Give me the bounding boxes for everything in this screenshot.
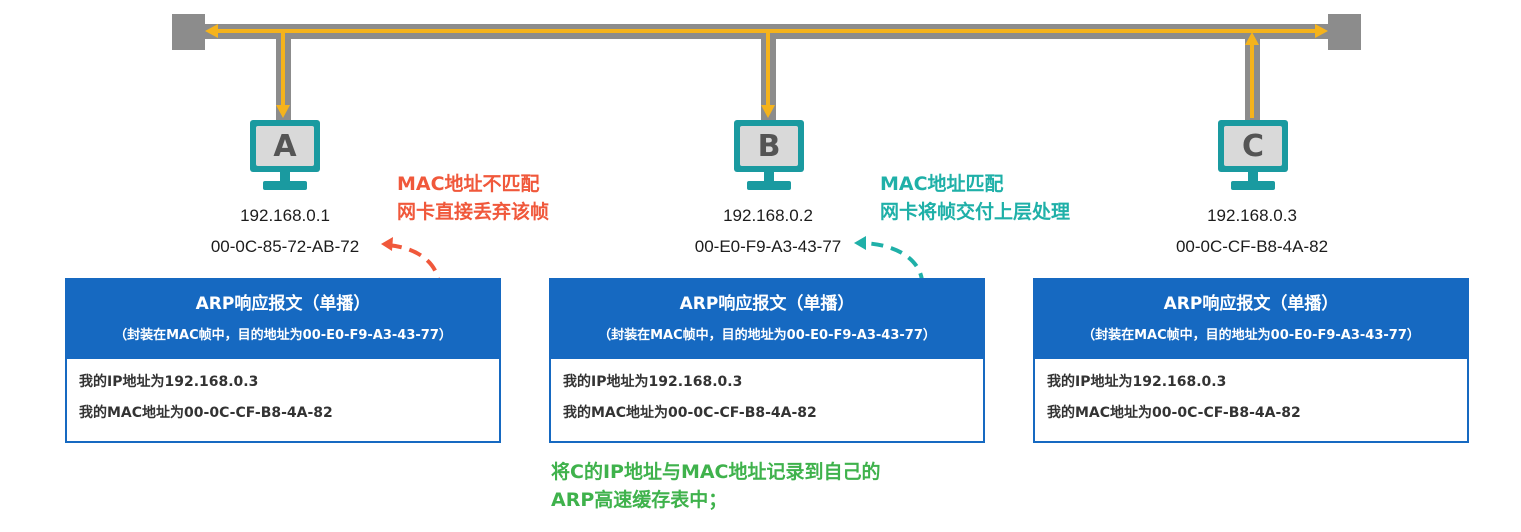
host-c-mac: 00-0C-CF-B8-4A-82 bbox=[1175, 237, 1329, 256]
signal-arrow-right bbox=[1315, 24, 1328, 38]
signal-arrow-down-b bbox=[761, 105, 775, 118]
host-letter: B bbox=[740, 126, 798, 166]
monitor-base bbox=[1231, 181, 1275, 190]
arp-card-body: 我的IP地址为192.168.0.3 我的MAC地址为00-0C-CF-B8-4… bbox=[551, 359, 983, 429]
record-note-line2: ARP高速缓存表中； bbox=[551, 489, 728, 511]
host-b-address: 192.168.0.2 00-E0-F9-A3-43-77 bbox=[638, 200, 898, 262]
monitor-base bbox=[747, 181, 791, 190]
monitor-screen: B bbox=[734, 120, 804, 172]
arp-card-title: ARP响应报文（单播） bbox=[1163, 294, 1339, 314]
signal-arrow-left bbox=[205, 24, 218, 38]
arp-card-subtitle: （封装在MAC帧中，目的地址为00-E0-F9-A3-43-77） bbox=[598, 328, 936, 343]
arp-card-mac-line: 我的MAC地址为00-0C-CF-B8-4A-82 bbox=[563, 405, 817, 421]
host-b-ip: 192.168.0.2 bbox=[723, 206, 813, 225]
monitor-neck bbox=[764, 172, 774, 181]
match-note-line1: MAC地址匹配 bbox=[880, 173, 1004, 195]
arp-card-ip-line: 我的IP地址为192.168.0.3 bbox=[563, 374, 743, 390]
host-a-computer-icon: A bbox=[245, 120, 325, 195]
record-note-line1: 将C的IP地址与MAC地址记录到自己的 bbox=[551, 461, 881, 483]
match-dashed-arrow bbox=[861, 241, 925, 322]
bus-terminator-right bbox=[1328, 14, 1361, 50]
monitor-screen: C bbox=[1218, 120, 1288, 172]
monitor-base bbox=[263, 181, 307, 190]
arp-card-header: ARP响应报文（单播） （封装在MAC帧中，目的地址为00-E0-F9-A3-4… bbox=[551, 280, 983, 359]
bus-terminator-left bbox=[172, 14, 205, 50]
host-letter: A bbox=[256, 126, 314, 166]
arp-card-title: ARP响应报文（单播） bbox=[679, 294, 855, 314]
match-note-line2: 网卡将帧交付上层处理 bbox=[880, 201, 1071, 223]
arp-card-subtitle: （封装在MAC帧中，目的地址为00-E0-F9-A3-43-77） bbox=[1082, 328, 1420, 343]
monitor-neck bbox=[280, 172, 290, 181]
host-b-mac: 00-E0-F9-A3-43-77 bbox=[694, 237, 842, 256]
mismatch-note-line1: MAC地址不匹配 bbox=[397, 173, 540, 195]
host-b-computer-icon: B bbox=[729, 120, 809, 195]
arp-card-body: 我的IP地址为192.168.0.3 我的MAC地址为00-0C-CF-B8-4… bbox=[1035, 359, 1467, 429]
host-c-computer-icon: C bbox=[1213, 120, 1293, 195]
signal-arrow-up-c bbox=[1245, 32, 1259, 45]
arp-card-ip-line: 我的IP地址为192.168.0.3 bbox=[1047, 374, 1227, 390]
mismatch-note-line2: 网卡直接丢弃该帧 bbox=[397, 201, 550, 223]
host-a-address: 192.168.0.1 00-0C-85-72-AB-72 bbox=[155, 200, 415, 262]
host-a-ip: 192.168.0.1 bbox=[240, 206, 330, 225]
arp-card-mac-line: 我的MAC地址为00-0C-CF-B8-4A-82 bbox=[79, 405, 333, 421]
arp-card-header: ARP响应报文（单播） （封装在MAC帧中，目的地址为00-E0-F9-A3-4… bbox=[67, 280, 499, 359]
mismatch-arrowhead-top bbox=[381, 237, 393, 251]
host-a-mac: 00-0C-85-72-AB-72 bbox=[210, 237, 360, 256]
host-c-address: 192.168.0.3 00-0C-CF-B8-4A-82 bbox=[1122, 200, 1382, 262]
arp-card-ip-line: 我的IP地址为192.168.0.3 bbox=[79, 374, 259, 390]
arp-card-body: 我的IP地址为192.168.0.3 我的MAC地址为00-0C-CF-B8-4… bbox=[67, 359, 499, 429]
signal-arrow-down-a bbox=[276, 105, 290, 118]
arp-card-header: ARP响应报文（单播） （封装在MAC帧中，目的地址为00-E0-F9-A3-4… bbox=[1035, 280, 1467, 359]
arp-card-subtitle: （封装在MAC帧中，目的地址为00-E0-F9-A3-43-77） bbox=[114, 328, 452, 343]
host-a-mismatch-note: MAC地址不匹配 网卡直接丢弃该帧 bbox=[397, 170, 549, 226]
host-letter: C bbox=[1224, 126, 1282, 166]
arp-reply-card-c: ARP响应报文（单播） （封装在MAC帧中，目的地址为00-E0-F9-A3-4… bbox=[1033, 278, 1469, 443]
host-b-match-note: MAC地址匹配 网卡将帧交付上层处理 bbox=[880, 170, 1070, 226]
match-arrowhead-top bbox=[854, 236, 866, 250]
arp-reply-card-b: ARP响应报文（单播） （封装在MAC帧中，目的地址为00-E0-F9-A3-4… bbox=[549, 278, 985, 443]
arp-card-title: ARP响应报文（单播） bbox=[195, 294, 371, 314]
host-c-ip: 192.168.0.3 bbox=[1207, 206, 1297, 225]
arp-card-mac-line: 我的MAC地址为00-0C-CF-B8-4A-82 bbox=[1047, 405, 1301, 421]
monitor-neck bbox=[1248, 172, 1258, 181]
host-b-record-note: 将C的IP地址与MAC地址记录到自己的 ARP高速缓存表中； bbox=[551, 458, 881, 514]
monitor-screen: A bbox=[250, 120, 320, 172]
arp-reply-card-a: ARP响应报文（单播） （封装在MAC帧中，目的地址为00-E0-F9-A3-4… bbox=[65, 278, 501, 443]
